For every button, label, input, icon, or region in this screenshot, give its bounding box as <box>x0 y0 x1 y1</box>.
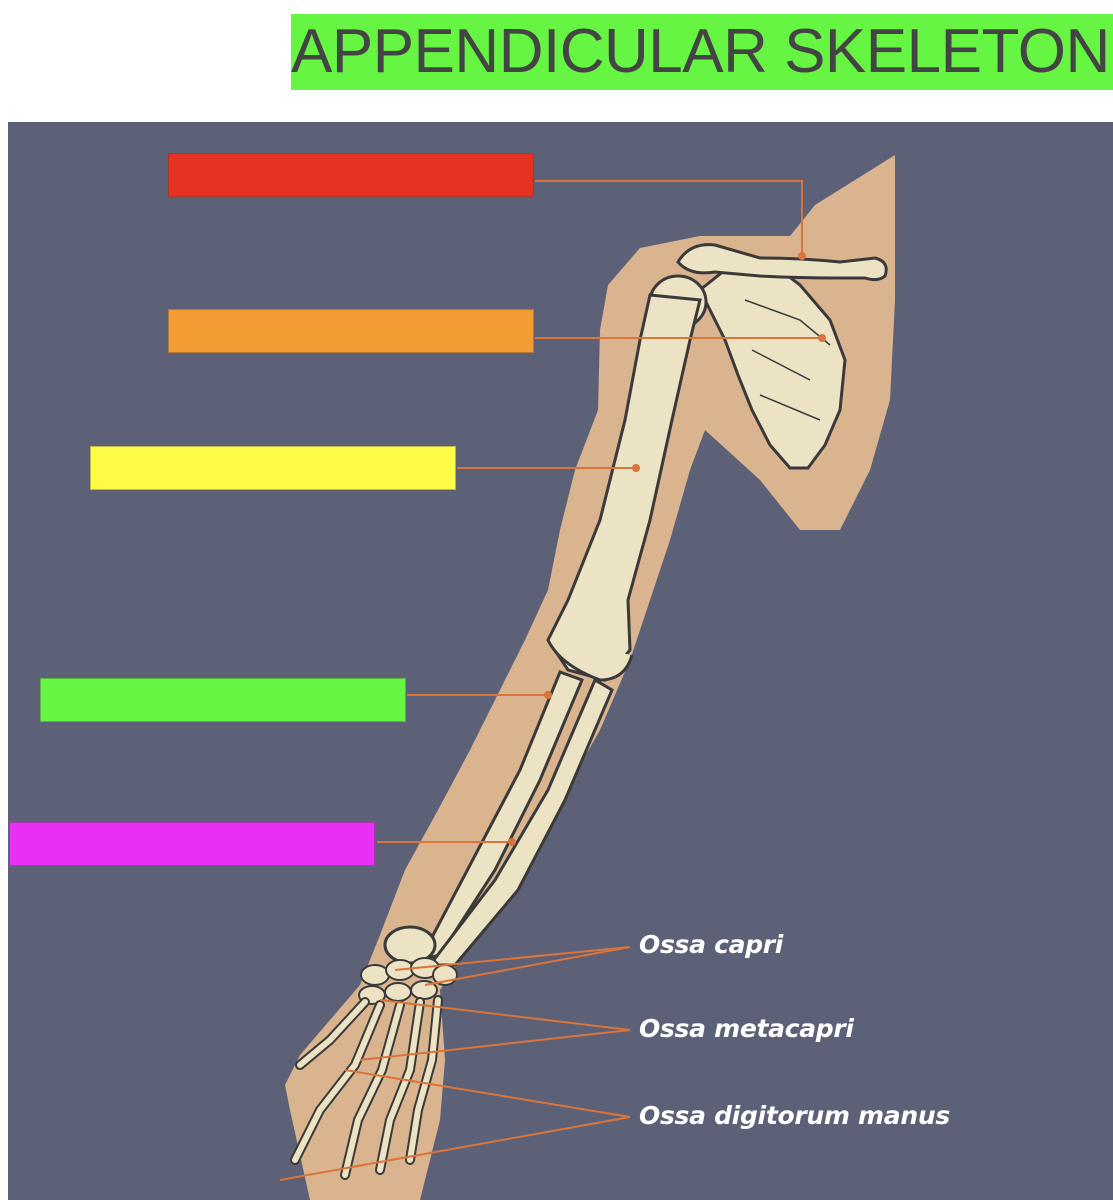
arm-skeleton-illustration <box>279 155 895 1200</box>
callout-ossa-digitorum: Ossa digitorum manus <box>639 1101 950 1130</box>
green-label-box[interactable] <box>40 678 406 722</box>
callout-ossa-carpi: Ossa capri <box>639 930 784 959</box>
label-leader-lines <box>377 180 822 843</box>
red-label-box[interactable] <box>168 153 534 197</box>
clavicle-bone <box>676 243 888 282</box>
magenta-label-box[interactable] <box>9 822 375 866</box>
diagram-panel: Ossa capri Ossa metacapri Ossa digitorum… <box>8 122 1113 1200</box>
callout-ossa-metacarpi: Ossa metacapri <box>639 1014 854 1043</box>
callout-leader-lines <box>279 946 631 1181</box>
yellow-label-box[interactable] <box>90 446 456 490</box>
page-title: APPENDICULAR SKELETON <box>291 14 1113 90</box>
orange-label-box[interactable] <box>168 309 534 353</box>
